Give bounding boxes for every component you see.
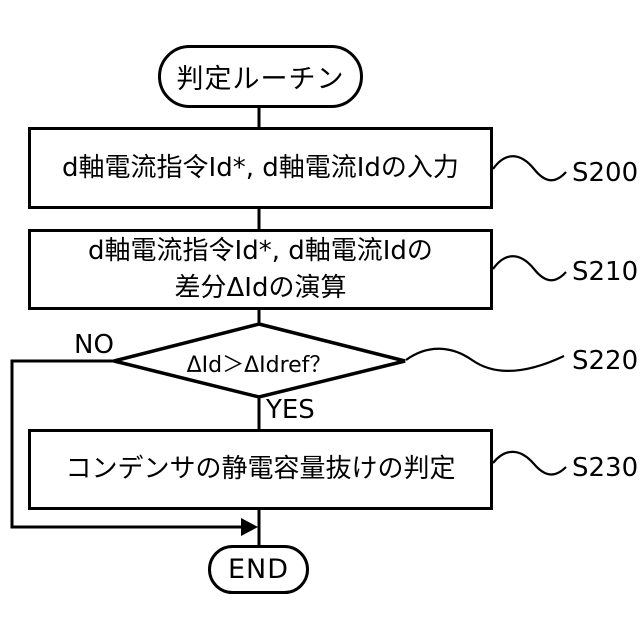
branch-label-yes: YES	[266, 395, 315, 425]
tilde-leader-s210	[492, 255, 567, 282]
merge-arrowhead-icon	[241, 518, 258, 536]
tilde-leader-s230	[492, 450, 567, 476]
process-box-s230: コンデンサの静電容量抜けの判定	[28, 429, 493, 510]
branch-label-no: NO	[74, 330, 114, 360]
tilde-leader-s220	[405, 347, 565, 373]
end-terminal-label: END	[227, 554, 290, 585]
end-terminal: END	[208, 545, 309, 594]
tilde-leader-s200	[492, 155, 567, 182]
step-label-s210: S210	[572, 257, 639, 287]
process-s210-text-line1: d軸電流指令Id*, d軸電流Idの	[88, 235, 433, 266]
start-terminal: 判定ルーチン	[158, 45, 363, 108]
start-terminal-label: 判定ルーチン	[176, 64, 345, 95]
process-s200-text: d軸電流指令Id*, d軸電流Idの入力	[62, 152, 459, 183]
decision-s220-text: ΔId＞ΔIdref？	[186, 353, 332, 378]
step-label-s230: S230	[572, 453, 639, 483]
connector-no-loopback	[10, 359, 242, 529]
process-s230-text: コンデンサの静電容量抜けの判定	[65, 454, 456, 484]
process-box-s210: d軸電流指令Id*, d軸電流Idの 差分ΔIdの演算	[28, 229, 493, 310]
step-label-s220: S220	[572, 346, 639, 376]
process-box-s200: d軸電流指令Id*, d軸電流Idの入力	[28, 127, 493, 209]
step-label-s200: S200	[572, 158, 639, 188]
process-s210-text-line2: 差分ΔIdの演算	[174, 272, 347, 303]
process-s210-text: d軸電流指令Id*, d軸電流Idの 差分ΔIdの演算	[88, 233, 433, 307]
